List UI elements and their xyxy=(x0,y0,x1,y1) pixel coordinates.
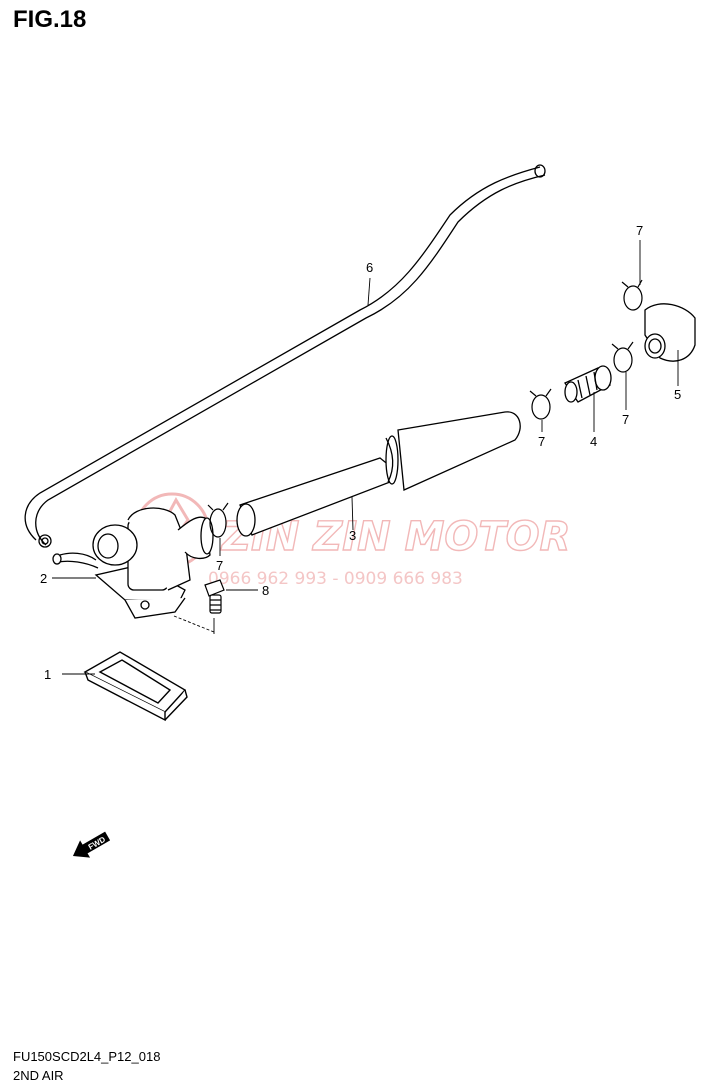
bolt-part-8 xyxy=(204,579,225,614)
fwd-arrow-icon: FWD xyxy=(72,831,111,858)
callout-8: 8 xyxy=(262,583,269,598)
watermark-phone-text: 0966 962 993 - 0909 666 983 xyxy=(208,569,463,589)
callout-4: 4 xyxy=(590,434,597,449)
callout-7-middle: 7 xyxy=(538,434,545,449)
leader-lines xyxy=(52,240,679,675)
fitting-part-4 xyxy=(564,365,612,403)
callout-7-left: 7 xyxy=(216,558,223,573)
callouts: 1 2 3 4 5 6 7 7 7 7 8 xyxy=(40,223,681,682)
callout-3: 3 xyxy=(349,528,356,543)
diagram-name: 2ND AIR xyxy=(13,1068,64,1083)
diagram-code: FU150SCD2L4_P12_018 xyxy=(13,1049,161,1064)
gasket-part-1 xyxy=(83,651,188,722)
figure-title: FIG.18 xyxy=(13,6,87,33)
callout-5: 5 xyxy=(674,387,681,402)
hose-part-3 xyxy=(236,411,521,537)
valve-part-2 xyxy=(52,507,214,619)
callout-7-top: 7 xyxy=(636,223,643,238)
clamp-part-7d xyxy=(207,502,229,538)
clamp-part-7b xyxy=(611,341,634,373)
clamp-part-7c xyxy=(529,388,552,420)
callout-1: 1 xyxy=(44,667,51,682)
elbow-part-5 xyxy=(644,303,696,362)
hose-part-6 xyxy=(24,164,546,548)
callout-2: 2 xyxy=(40,571,47,586)
callout-7-right: 7 xyxy=(622,412,629,427)
clamp-part-7a xyxy=(621,279,643,311)
callout-6: 6 xyxy=(366,260,373,275)
